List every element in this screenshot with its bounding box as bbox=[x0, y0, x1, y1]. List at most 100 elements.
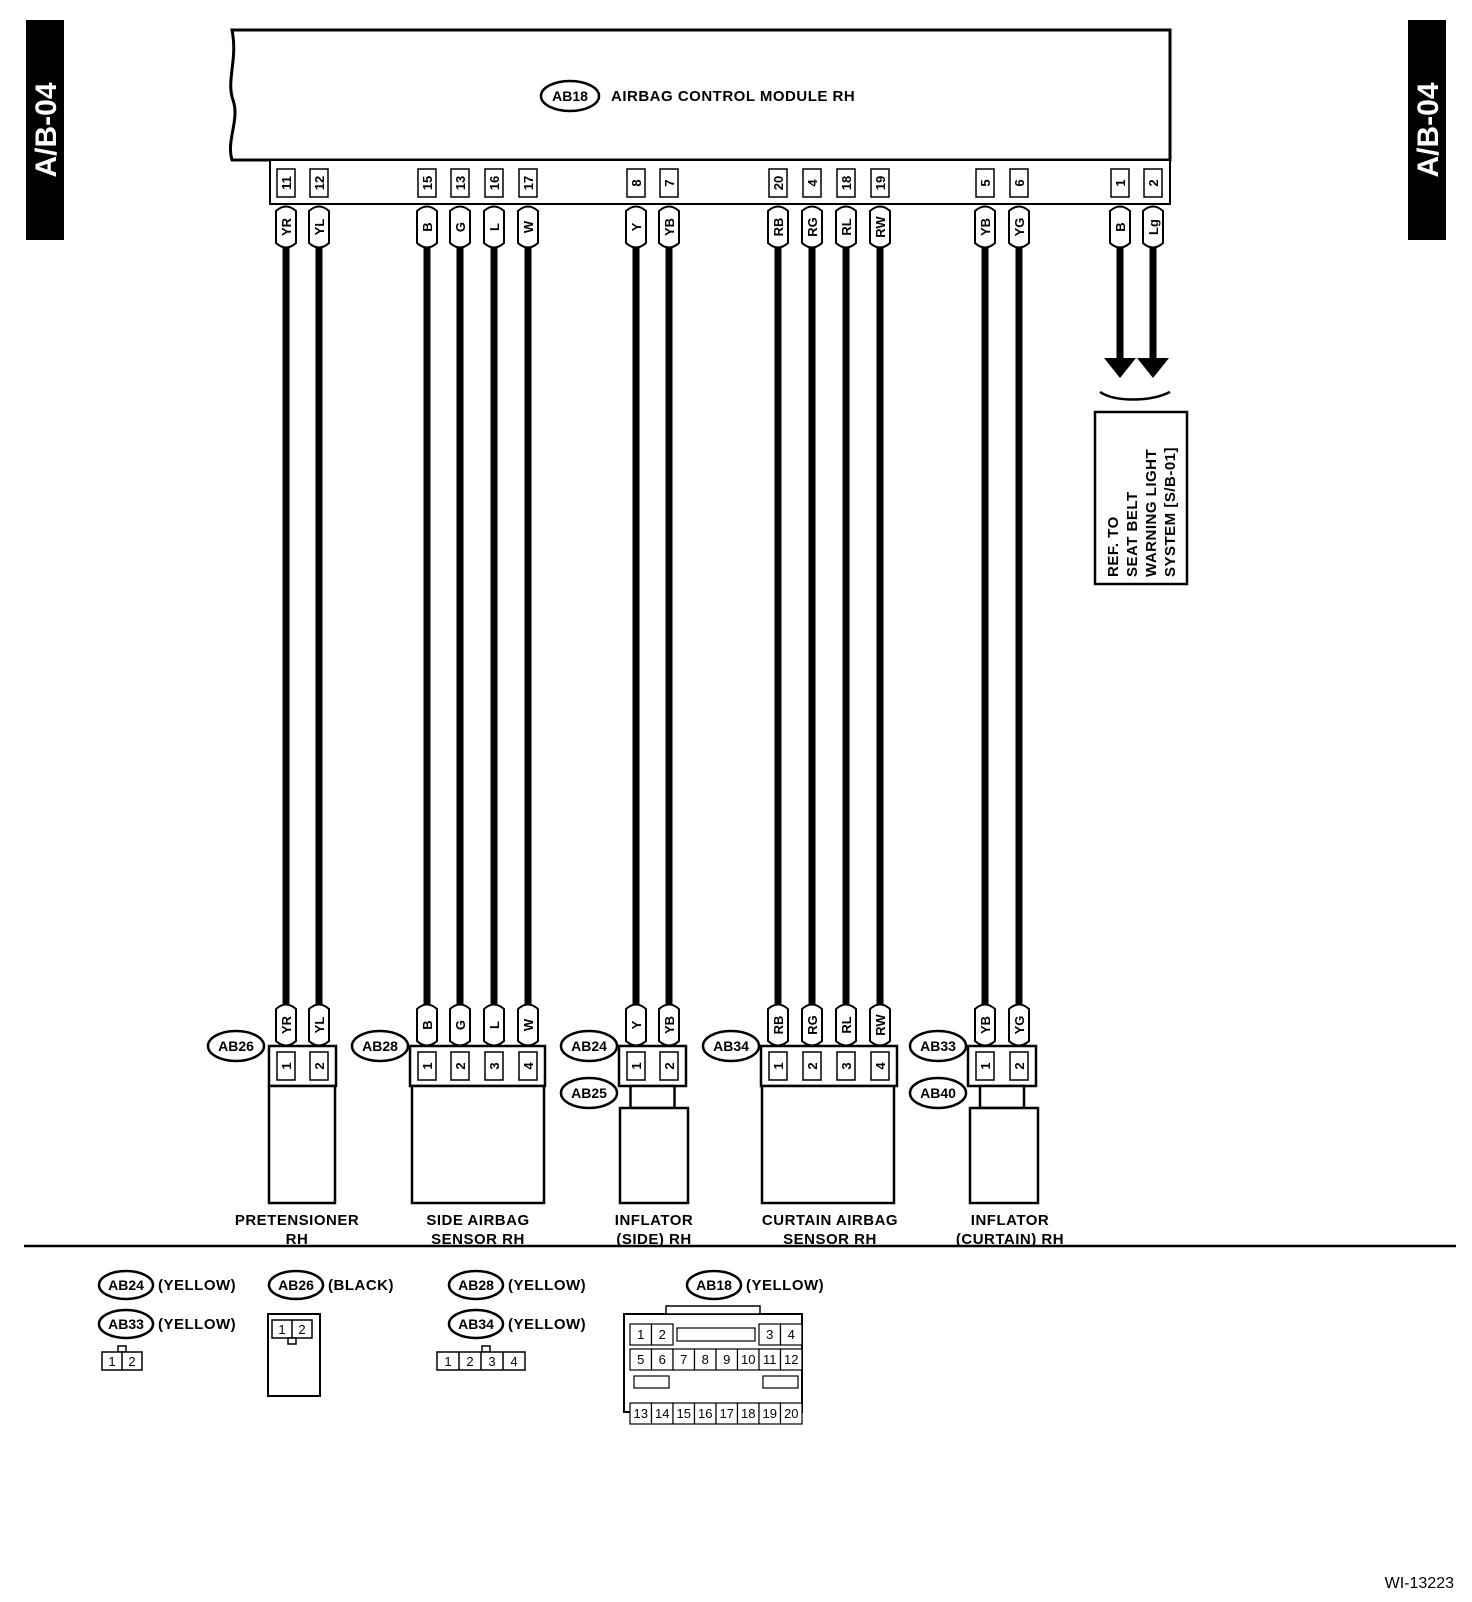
wire-color-top-curtain-airbag-sensor-2-tag bbox=[801, 205, 823, 249]
legend-ab18-color: (YELLOW) bbox=[746, 1277, 824, 1294]
wire-color-bottom-pretensioner-2-tag bbox=[308, 1003, 330, 1047]
wire-color-bottom-side-airbag-sensor-2-tag bbox=[449, 1003, 471, 1047]
module-pin-18-curtain-airbag-sensor-cell bbox=[836, 168, 856, 198]
module-pin-7-inflator-side: 7 bbox=[662, 179, 677, 186]
module-name: AIRBAG CONTROL MODULE RH bbox=[611, 88, 855, 105]
legend-ab28-color: (YELLOW) bbox=[508, 1277, 586, 1294]
connector-legend: AB24 (YELLOW) AB33 (YELLOW) 1 2 AB26 (BL… bbox=[97, 1269, 824, 1425]
legend-ab28-pin-3: 3 bbox=[488, 1354, 495, 1369]
wire-color-top-pretensioner-1: YR bbox=[279, 217, 294, 236]
connector-pin-1-curtain-airbag-sensor-cell bbox=[768, 1051, 788, 1081]
component-side-airbag-sensor-label-2: SENSOR RH bbox=[431, 1231, 525, 1248]
component-pretensioner-label-1: PRETENSIONER bbox=[235, 1212, 359, 1229]
module-pin-16-side-airbag-sensor-cell bbox=[484, 168, 504, 198]
connector-pin-1-inflator-side-cell bbox=[626, 1051, 646, 1081]
wire-color-top-seat-belt-1-tag bbox=[1109, 205, 1131, 249]
component-inflator-side-body bbox=[618, 1106, 690, 1205]
ab18-pin-2: 2 bbox=[659, 1327, 666, 1342]
wire-color-top-seat-belt-1: B bbox=[1113, 222, 1128, 231]
seat-belt-arrow-1-icon bbox=[1104, 358, 1136, 378]
module-connector-strip bbox=[269, 159, 1171, 205]
component-inflator-side-label-1: INFLATOR bbox=[615, 1212, 693, 1229]
module-pin-11-pretensioner-cell bbox=[276, 168, 296, 198]
module-pin-2-seat-belt: 2 bbox=[1146, 179, 1161, 186]
wire-color-bottom-side-airbag-sensor-4-tag bbox=[517, 1003, 539, 1047]
connector-pin-3-curtain-airbag-sensor-cell bbox=[836, 1051, 856, 1081]
connector-pin-4-side-airbag-sensor: 4 bbox=[521, 1062, 536, 1070]
wire-color-bottom-inflator-curtain-2: YG bbox=[1012, 1016, 1027, 1035]
wire-color-top-inflator-side-2: YB bbox=[662, 218, 677, 236]
connector-AB26-id: AB26 bbox=[218, 1038, 254, 1054]
page-tag-left: A/B-04 bbox=[26, 20, 64, 240]
reference-line-3: WARNING LIGHT bbox=[1143, 449, 1160, 577]
module-pin-2-seat-belt-cell bbox=[1143, 168, 1163, 198]
legend-ab26-pin-2: 2 bbox=[298, 1322, 305, 1337]
connector-pin-1-inflator-curtain-cell bbox=[975, 1051, 995, 1081]
connector-AB24-id-oval bbox=[559, 1029, 619, 1063]
component-curtain-airbag-sensor-body bbox=[760, 1084, 896, 1205]
module-pin-6-inflator-curtain-cell bbox=[1009, 168, 1029, 198]
wire-color-top-side-airbag-sensor-1-tag bbox=[416, 205, 438, 249]
connector-AB24-id: AB24 bbox=[571, 1038, 607, 1054]
connector-pin-4-curtain-airbag-sensor-cell bbox=[870, 1051, 890, 1081]
wire-color-bottom-inflator-curtain-2-tag bbox=[1008, 1003, 1030, 1047]
wire-color-bottom-curtain-airbag-sensor-4: RW bbox=[873, 1014, 888, 1036]
page-tag-right-text: A/B-04 bbox=[1412, 82, 1445, 177]
wire-color-bottom-inflator-curtain-1: YB bbox=[978, 1016, 993, 1034]
connector-pin-2-inflator-curtain-cell bbox=[1009, 1051, 1029, 1081]
wire-color-top-curtain-airbag-sensor-3-tag bbox=[835, 205, 857, 249]
connector-pin-2-side-airbag-sensor-cell bbox=[450, 1051, 470, 1081]
module-pin-20-curtain-airbag-sensor-cell bbox=[768, 168, 788, 198]
module-pin-15-side-airbag-sensor-cell bbox=[417, 168, 437, 198]
connector-pin-1-curtain-airbag-sensor: 1 bbox=[771, 1062, 786, 1069]
wire-color-bottom-inflator-side-2-tag bbox=[658, 1003, 680, 1047]
wire-color-bottom-side-airbag-sensor-2: G bbox=[453, 1020, 468, 1030]
component-curtain-airbag-sensor-label-1: CURTAIN AIRBAG bbox=[762, 1212, 898, 1229]
wire-color-top-inflator-curtain-1: YB bbox=[978, 218, 993, 236]
legend-ab34-id: AB34 bbox=[458, 1316, 494, 1332]
wire-color-bottom-curtain-airbag-sensor-1-tag bbox=[767, 1003, 789, 1047]
connector-AB33-id-oval bbox=[908, 1029, 968, 1063]
legend-ab26-pin-1: 1 bbox=[278, 1322, 285, 1337]
legend-ab28-pin-1: 1 bbox=[444, 1354, 451, 1369]
wire-color-bottom-side-airbag-sensor-1-tag bbox=[416, 1003, 438, 1047]
wire-color-top-seat-belt-2-tag bbox=[1142, 205, 1164, 249]
connector-pin-1-inflator-curtain: 1 bbox=[978, 1062, 993, 1069]
module-pin-13-side-airbag-sensor-cell bbox=[450, 168, 470, 198]
wire-color-top-curtain-airbag-sensor-1: RB bbox=[771, 218, 786, 237]
connector-pin-2-pretensioner: 2 bbox=[312, 1062, 327, 1069]
ab18-pin-15: 15 bbox=[677, 1406, 691, 1421]
wire-color-bottom-curtain-airbag-sensor-3-tag bbox=[835, 1003, 857, 1047]
connector-pin-1-pretensioner-cell bbox=[276, 1051, 296, 1081]
connector-AB28-id-oval bbox=[350, 1029, 410, 1063]
wire-color-top-inflator-curtain-2: YG bbox=[1012, 218, 1027, 237]
legend-ab33-id: AB33 bbox=[108, 1316, 144, 1332]
connector-AB40-id-oval bbox=[908, 1076, 968, 1110]
legend-ab34-color: (YELLOW) bbox=[508, 1316, 586, 1333]
wire-color-top-curtain-airbag-sensor-4: RW bbox=[873, 216, 888, 238]
module-pin-13-side-airbag-sensor: 13 bbox=[453, 176, 468, 190]
legend-ab24-pin-2: 2 bbox=[128, 1354, 135, 1369]
module-pin-5-inflator-curtain: 5 bbox=[978, 179, 993, 186]
ab18-pin-4: 4 bbox=[788, 1327, 795, 1342]
ab18-pin-1: 1 bbox=[637, 1327, 644, 1342]
connector-pin-1-pretensioner: 1 bbox=[279, 1062, 294, 1069]
component-pretensioner-body bbox=[267, 1084, 337, 1205]
legend-ab24-color: (YELLOW) bbox=[158, 1277, 236, 1294]
ab18-pin-10: 10 bbox=[741, 1352, 755, 1367]
ab18-pin-19: 19 bbox=[763, 1406, 777, 1421]
module-pin-17-side-airbag-sensor: 17 bbox=[521, 176, 536, 190]
reference-line-4: SYSTEM [S/B-01] bbox=[1162, 447, 1179, 577]
wire-color-top-curtain-airbag-sensor-1-tag bbox=[767, 205, 789, 249]
connector-pin-2-pretensioner-cell bbox=[309, 1051, 329, 1081]
legend-ab18-id: AB18 bbox=[696, 1277, 732, 1293]
component-inflator-curtain-label-2: (CURTAIN) RH bbox=[956, 1231, 1064, 1248]
connector-pin-2-side-airbag-sensor: 2 bbox=[453, 1062, 468, 1069]
connector-pin-2-curtain-airbag-sensor-cell bbox=[802, 1051, 822, 1081]
wire-color-bottom-pretensioner-2: YL bbox=[312, 1017, 327, 1034]
component-side-airbag-sensor-label-1: SIDE AIRBAG bbox=[426, 1212, 529, 1229]
